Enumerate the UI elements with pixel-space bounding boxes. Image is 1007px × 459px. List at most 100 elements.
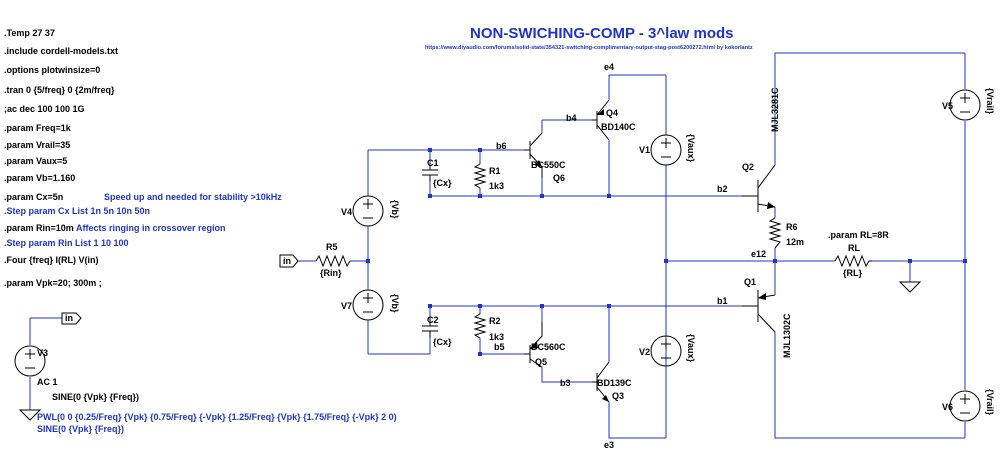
net-b5: b5	[494, 342, 505, 352]
svg-text:V7: V7	[341, 301, 352, 311]
voltage-source-v5[interactable]: V5 {Vrail}	[942, 88, 995, 121]
capacitor-c1[interactable]: C1 {Cx}	[422, 158, 452, 188]
ground-icon	[18, 409, 42, 421]
svg-text:{Rin}: {Rin}	[320, 268, 342, 278]
svg-text:V2: V2	[639, 347, 650, 357]
svg-text:R5: R5	[326, 242, 338, 252]
svg-text:{RL}: {RL}	[843, 268, 862, 278]
transistor-q4[interactable]: Q4 BD140C	[592, 99, 636, 141]
net-flag-in-input[interactable]: in	[279, 254, 299, 268]
svg-text:Q5: Q5	[535, 357, 547, 367]
spice-directive[interactable]: .Step param Cx List 1n 5n 10n 50n	[4, 206, 150, 216]
svg-text:{Vb}: {Vb}	[390, 294, 400, 313]
voltage-source-v6[interactable]: V6 {Vrail}	[942, 389, 995, 422]
resistor-r5[interactable]: R5 {Rin}	[315, 242, 351, 278]
schematic-title: NON-SWICHING-COMP - 3^law mods	[470, 25, 734, 42]
svg-text:V5: V5	[942, 101, 953, 111]
spice-directive[interactable]: .param Vrail=35	[4, 140, 70, 150]
net-labels: e4 b4 b6 b2 e12 b1 b5 b3 e3	[494, 62, 766, 450]
voltage-source-v3[interactable]: V3 AC 1 SINE(0 {Vpk} {Freq}) PWL(0 0 {0.…	[14, 345, 397, 434]
svg-text:C1: C1	[427, 158, 439, 168]
spice-directive[interactable]: .Four {freq} I(RL) V(in)	[4, 255, 99, 265]
svg-text:Q6: Q6	[553, 173, 565, 183]
spice-directive[interactable]: .tran 0 {5/freq} 0 {2m/freq}	[4, 85, 115, 95]
transistor-q1[interactable]: Q1 MJL1302C	[742, 277, 792, 358]
svg-text:R6: R6	[786, 222, 798, 232]
svg-text:V6: V6	[942, 402, 953, 412]
resistor-r6[interactable]: R6 12m	[768, 217, 804, 249]
voltage-source-v4[interactable]: V4 {Vb}	[341, 195, 400, 227]
q1-model: MJL1302C	[782, 313, 792, 358]
ground-icon	[898, 281, 922, 293]
spice-directive[interactable]: .options plotwinsize=0	[4, 65, 100, 75]
svg-text:BD140C: BD140C	[601, 122, 636, 132]
svg-text:{Vrail}: {Vrail}	[985, 88, 995, 115]
net-e4: e4	[604, 62, 614, 72]
spice-directive[interactable]: .param Vb=1.160	[4, 173, 75, 183]
net-flag-in-source[interactable]: in	[61, 312, 82, 325]
resistor-rl[interactable]: RL {RL} .param RL=8R	[828, 230, 889, 278]
svg-text:R1: R1	[489, 166, 501, 176]
schematic-url: https://www.diyaudio.com/forums/solid-st…	[425, 45, 753, 51]
svg-text:BC550C: BC550C	[531, 160, 566, 170]
svg-text:SINE(0 {Vpk} {Freq}): SINE(0 {Vpk} {Freq})	[52, 392, 139, 402]
net-b4: b4	[566, 113, 577, 123]
net-b1: b1	[717, 296, 728, 306]
spice-directive[interactable]: .param Cx=5n	[4, 192, 63, 202]
cx-comment: Speed up and needed for stability >10kHz	[104, 192, 282, 202]
transistor-q3[interactable]: BD139C Q3	[592, 361, 632, 403]
transistor-q6[interactable]: BC550C Q6	[524, 132, 566, 183]
voltage-source-v1[interactable]: V1 {Vaux}	[639, 134, 696, 166]
svg-text:in: in	[283, 256, 291, 266]
resistor-r2[interactable]: R2 1k3	[473, 313, 504, 342]
svg-text:12m: 12m	[786, 237, 804, 247]
svg-text:BD139C: BD139C	[597, 378, 632, 388]
resistor-r1[interactable]: R1 1k3	[473, 163, 504, 191]
spice-directive[interactable]: .Temp 27 37	[4, 28, 55, 38]
svg-text:{Cx}: {Cx}	[433, 178, 452, 188]
spice-directive[interactable]: .param Vpk=20; 300m ;	[4, 278, 102, 288]
svg-text:V1: V1	[639, 145, 650, 155]
spice-directives: .Temp 27 37 .include cordell-models.txt .o…	[4, 28, 150, 288]
svg-text:in: in	[65, 313, 73, 323]
svg-text:Q1: Q1	[744, 277, 756, 287]
svg-text:{Vaux}: {Vaux}	[686, 334, 696, 363]
svg-text:AC 1: AC 1	[37, 377, 58, 387]
svg-text:1k3: 1k3	[489, 181, 504, 191]
svg-text:C2: C2	[427, 315, 439, 325]
spice-directive[interactable]: .Step param Rin List 1 10 100	[4, 238, 129, 248]
svg-text:{Vb}: {Vb}	[390, 200, 400, 219]
net-e3: e3	[604, 440, 614, 450]
svg-text:{Vaux}: {Vaux}	[686, 134, 696, 163]
svg-text:BC560C: BC560C	[531, 342, 566, 352]
svg-text:{Cx}: {Cx}	[433, 337, 452, 347]
svg-text:V4: V4	[341, 207, 352, 217]
svg-text:Q2: Q2	[742, 162, 754, 172]
net-e12: e12	[751, 249, 766, 259]
svg-text:V3: V3	[37, 348, 48, 358]
spice-directive[interactable]: ;ac dec 100 100 1G	[4, 104, 85, 114]
net-b6: b6	[496, 141, 507, 151]
voltage-source-v2[interactable]: V2 {Vaux}	[639, 334, 696, 367]
svg-text:RL: RL	[848, 243, 860, 253]
capacitor-c2[interactable]: C2 {Cx}	[422, 315, 452, 347]
net-b3: b3	[560, 378, 571, 388]
spice-directive[interactable]: .param Vaux=5	[4, 156, 67, 166]
svg-text:.param RL=8R: .param RL=8R	[828, 230, 889, 240]
svg-text:SINE(0 {Vpk} {Freq}): SINE(0 {Vpk} {Freq})	[37, 424, 124, 434]
spice-directive[interactable]: .param Freq=1k	[4, 123, 72, 133]
transistor-q5[interactable]: BC560C Q5	[524, 322, 566, 368]
svg-text:Q4: Q4	[606, 108, 618, 118]
voltage-source-v7[interactable]: V7 {Vb}	[341, 289, 400, 321]
spice-directive[interactable]: .param Rin=10m	[4, 223, 74, 233]
wires	[29, 52, 966, 439]
q2-model: MJL3281C	[770, 87, 780, 132]
rin-comment: Affects ringing in crossover region	[76, 223, 226, 233]
net-b2: b2	[717, 184, 728, 194]
junction-dots	[366, 148, 967, 356]
transistor-q2[interactable]: Q2 MJL3281C	[742, 87, 780, 212]
svg-text:Q3: Q3	[612, 391, 624, 401]
svg-text:PWL(0 0 {0.25/Freq} {Vpk} {0.7: PWL(0 0 {0.25/Freq} {Vpk} {0.75/Freq} {-…	[37, 412, 397, 422]
spice-directive[interactable]: .include cordell-models.txt	[4, 46, 118, 56]
